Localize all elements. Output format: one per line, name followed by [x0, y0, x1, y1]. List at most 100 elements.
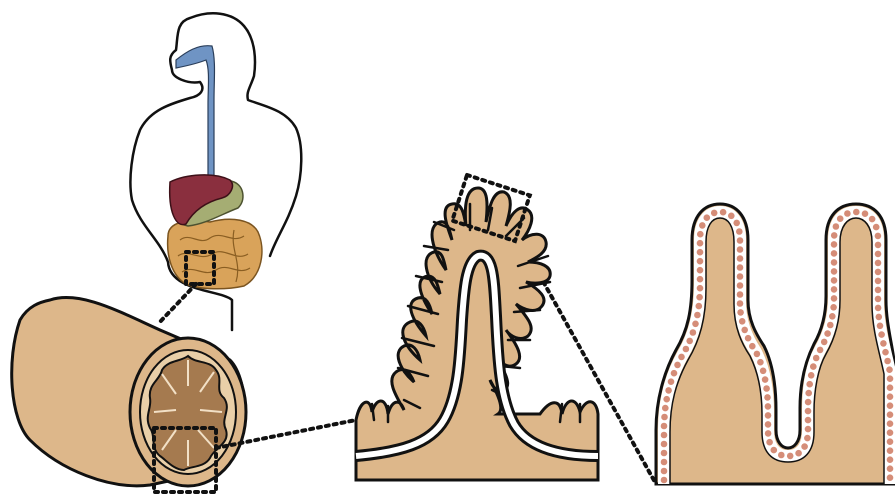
epithelial-cell — [806, 381, 813, 388]
epithelial-cell — [887, 411, 894, 418]
epithelial-cell — [737, 309, 744, 316]
epithelial-cell — [833, 223, 840, 230]
epithelial-cell — [831, 295, 838, 302]
epithelial-cell — [762, 376, 769, 383]
epithelial-cell — [697, 249, 704, 256]
epithelial-cell — [661, 441, 668, 448]
epithelial-cell — [882, 349, 889, 356]
epithelial-cell — [683, 346, 690, 353]
fold-panel — [356, 175, 598, 480]
epithelial-cell — [875, 242, 882, 249]
epithelial-cell — [831, 277, 838, 284]
epithelial-cell — [869, 216, 876, 223]
epithelial-cell — [887, 420, 894, 427]
epithelial-cell — [875, 287, 882, 294]
epithelial-cell — [875, 296, 882, 303]
epithelial-cell — [887, 447, 894, 454]
epithelial-cell — [690, 329, 697, 336]
villi-panel — [656, 204, 895, 484]
epithelial-cell — [661, 432, 668, 439]
epithelial-cell — [737, 264, 744, 271]
epithelial-cell — [678, 354, 685, 361]
epithelial-cell — [661, 477, 668, 484]
epithelial-cell — [694, 312, 701, 319]
epithelial-cell — [808, 372, 815, 379]
epithelial-cell — [765, 421, 772, 428]
epithelial-cell — [873, 224, 880, 231]
epithelial-cell — [887, 438, 894, 445]
epithelial-cell — [831, 250, 838, 257]
epithelial-cell — [824, 330, 831, 337]
epithelial-cell — [674, 362, 681, 369]
epithelial-cell — [805, 408, 812, 415]
epithelial-cell — [741, 327, 748, 334]
epithelial-cell — [736, 228, 743, 235]
epithelial-cell — [757, 359, 764, 366]
epithelial-cell — [875, 278, 882, 285]
epithelial-cell — [737, 255, 744, 262]
epithelial-cell — [737, 300, 744, 307]
epithelial-cell — [745, 335, 752, 342]
epithelial-cell — [737, 282, 744, 289]
epithelial-cell — [720, 209, 727, 216]
epithelial-cell — [887, 375, 894, 382]
epithelial-cell — [829, 313, 836, 320]
epithelial-cell — [876, 314, 883, 321]
epithelial-cell — [831, 268, 838, 275]
epithelial-cell — [831, 286, 838, 293]
epithelial-cell — [665, 387, 672, 394]
epithelial-cell — [830, 304, 837, 311]
epithelial-cell — [696, 303, 703, 310]
epithelial-cell — [875, 305, 882, 312]
epithelial-cell — [880, 340, 887, 347]
epithelial-cell — [661, 450, 668, 457]
epithelial-cell — [821, 339, 828, 346]
epithelial-cell — [697, 258, 704, 265]
epithelial-cell — [697, 276, 704, 283]
epithelial-cell — [817, 347, 824, 354]
epithelial-cell — [862, 210, 869, 217]
epithelial-cell — [805, 399, 812, 406]
epithelial-cell — [844, 210, 851, 217]
human-body-panel — [130, 13, 301, 330]
epithelial-cell — [875, 251, 882, 258]
intestine-segment-panel — [12, 297, 246, 492]
epithelial-cell — [754, 351, 761, 358]
epithelial-cell — [697, 285, 704, 292]
epithelial-cell — [763, 385, 770, 392]
epithelial-cell — [887, 474, 894, 481]
epithelial-cell — [804, 435, 811, 442]
epithelial-cell — [831, 232, 838, 239]
epithelial-cell — [662, 405, 669, 412]
epithelial-cell — [692, 321, 699, 328]
epithelial-cell — [686, 338, 693, 345]
epithelial-cell — [853, 209, 860, 216]
epithelial-cell — [887, 384, 894, 391]
epithelial-cell — [875, 233, 882, 240]
epithelial-cell — [737, 273, 744, 280]
epithelial-cell — [827, 322, 834, 329]
epithelial-cell — [887, 429, 894, 436]
epithelial-cell — [805, 417, 812, 424]
epithelial-cell — [837, 215, 844, 222]
epithelial-cell — [884, 358, 891, 365]
epithelial-cell — [778, 452, 785, 459]
epithelial-cell — [739, 318, 746, 325]
epithelial-cell — [668, 378, 675, 385]
epithelial-cell — [831, 241, 838, 248]
connector-body-to-tube — [158, 284, 196, 324]
epithelial-cell — [764, 394, 771, 401]
epithelial-cell — [711, 210, 718, 217]
epithelial-cell — [697, 231, 704, 238]
fold-tissue — [356, 188, 598, 480]
epithelial-cell — [737, 237, 744, 244]
epithelial-cell — [661, 459, 668, 466]
epithelial-cell — [887, 456, 894, 463]
epithelial-cell — [697, 240, 704, 247]
epithelial-cell — [771, 447, 778, 454]
epithelial-cell — [733, 220, 740, 227]
epithelial-cell — [813, 355, 820, 362]
epithelial-cell — [661, 468, 668, 475]
epithelial-cell — [728, 213, 735, 220]
